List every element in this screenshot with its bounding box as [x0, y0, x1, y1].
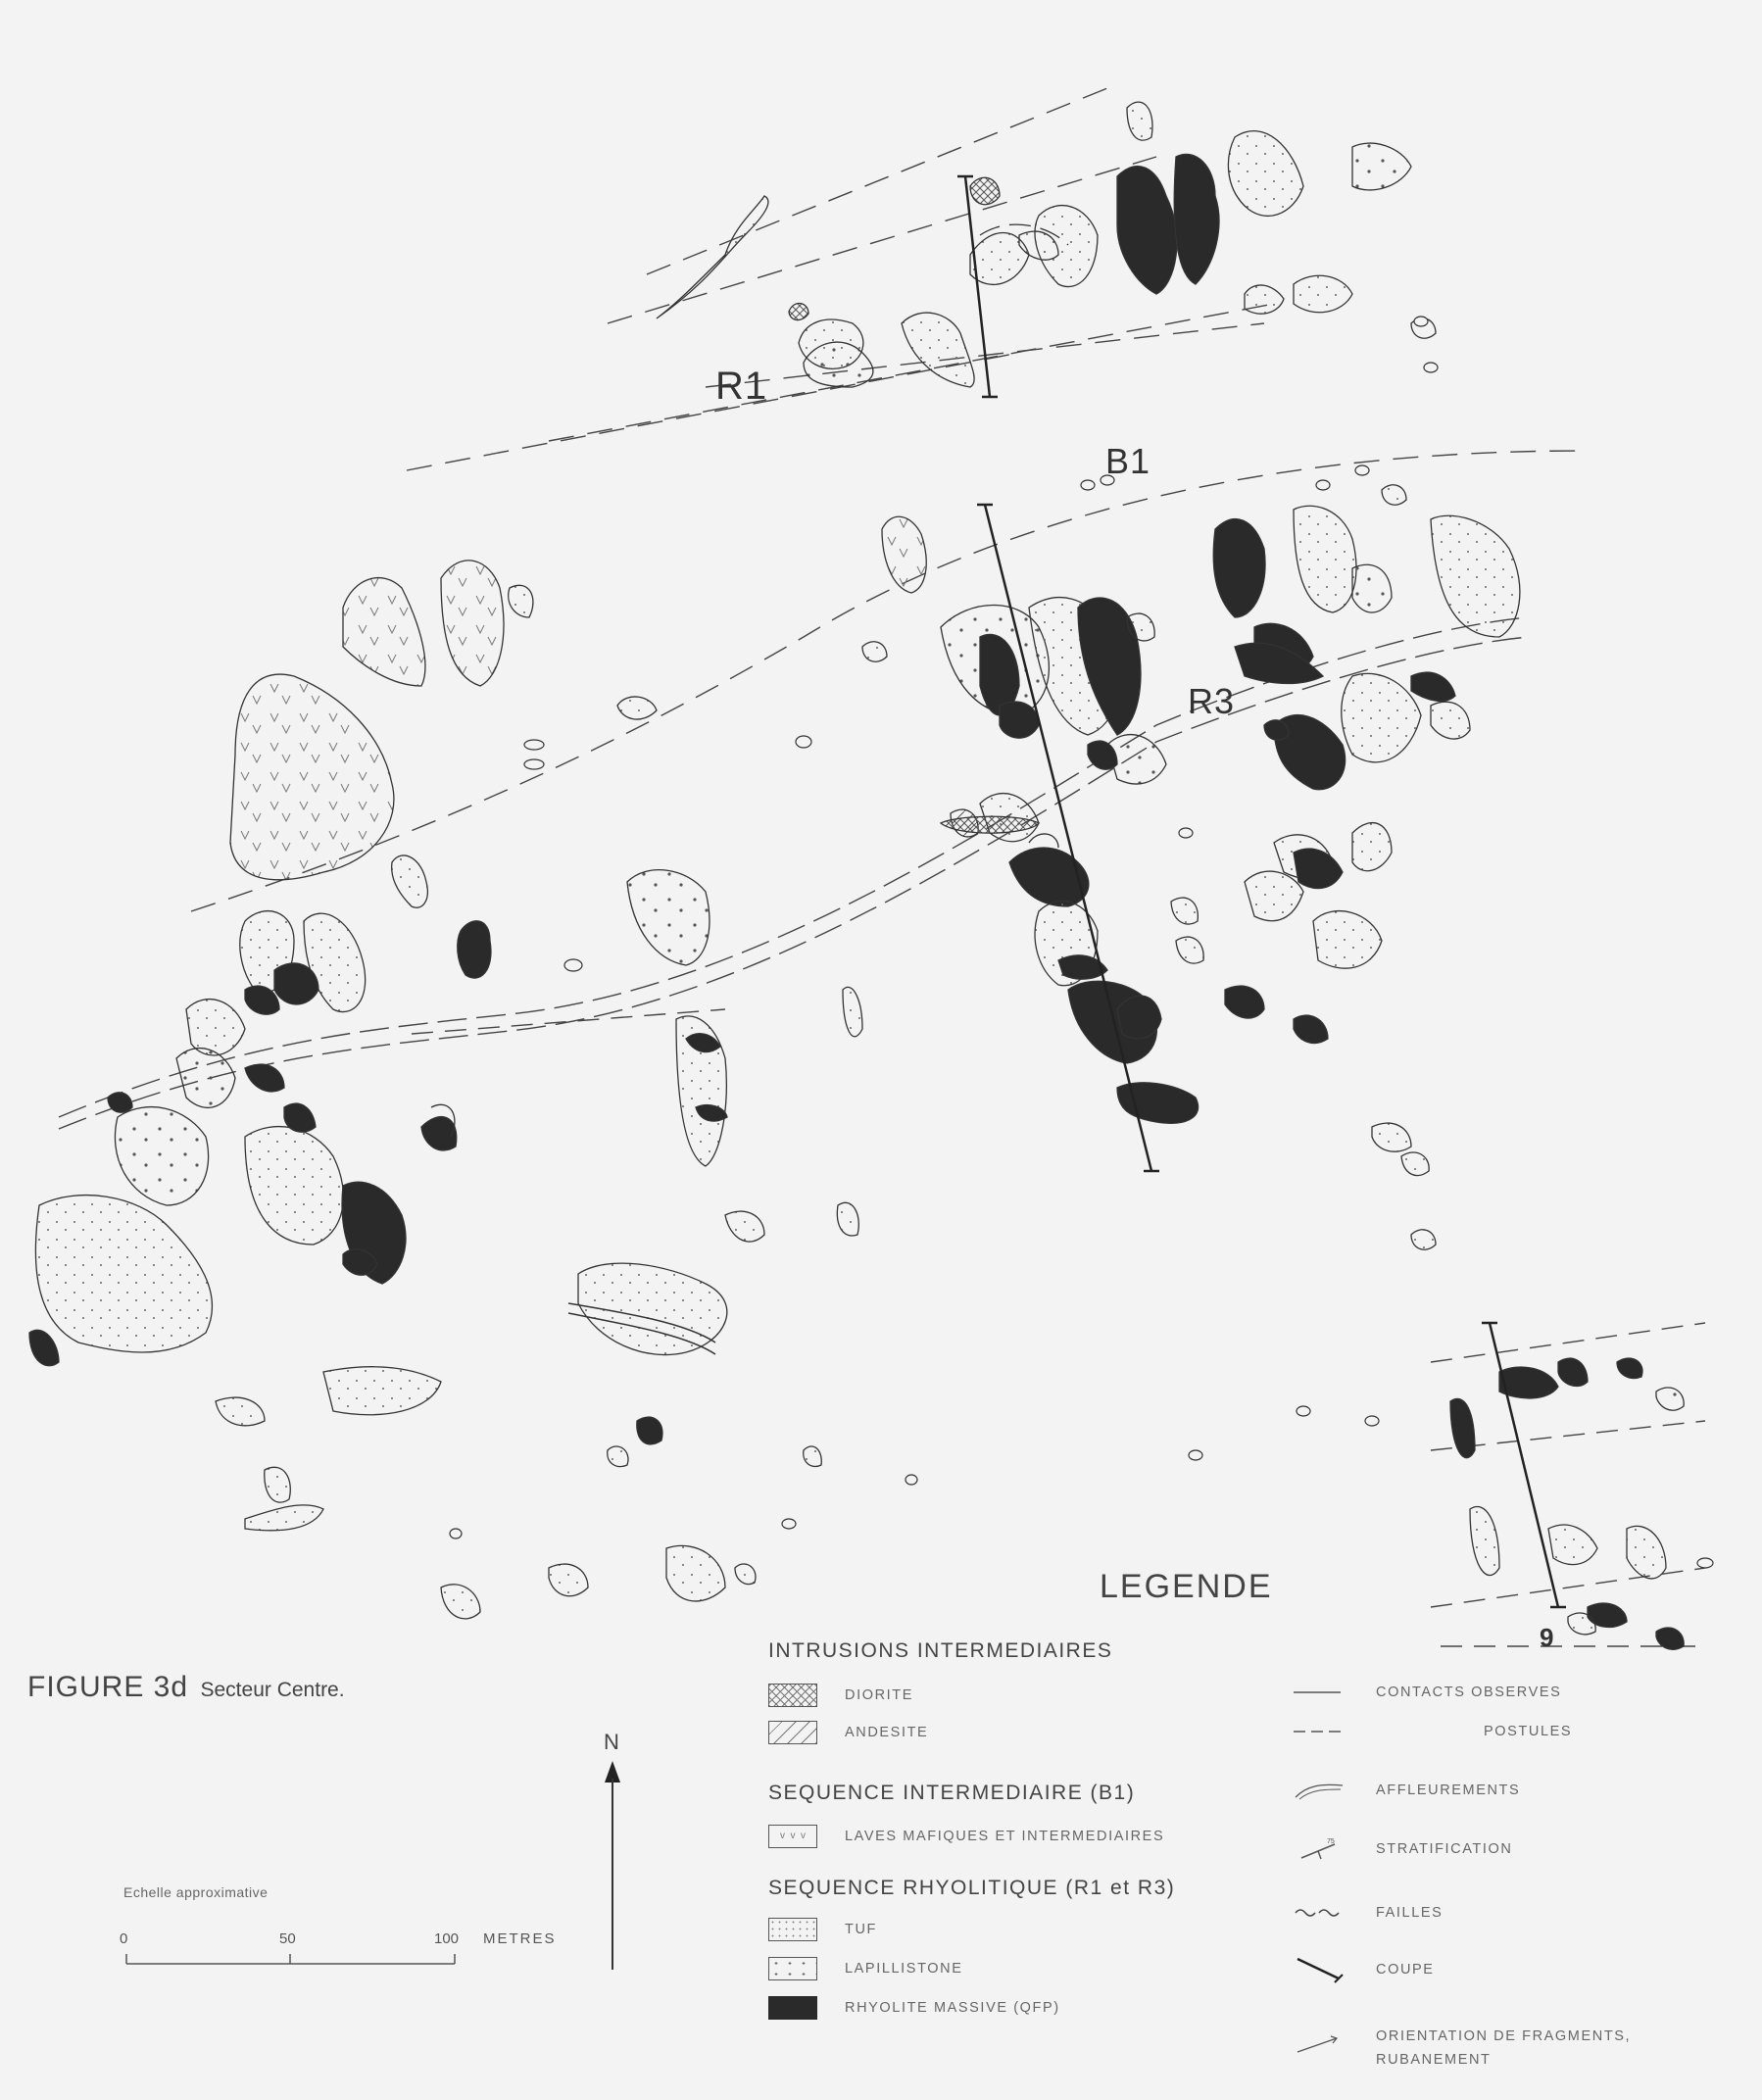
legend-item-mafic-lavas: v v v LAVES MAFIQUES ET INTERMEDIAIRES [768, 1825, 1164, 1848]
section-number: 9 [1540, 1623, 1554, 1652]
legend-title: LEGENDE [1100, 1568, 1273, 1605]
andesite-label: ANDESITE [845, 1725, 929, 1740]
legend-item-lapillistone: LAPILLISTONE [768, 1957, 962, 1980]
north-arrow-icon [605, 1761, 620, 1970]
tuf-swatch [768, 1918, 817, 1941]
tuf-label: TUF [845, 1922, 877, 1937]
andesite-swatch [768, 1721, 817, 1744]
massive-rhyolite-swatch [768, 1996, 817, 2020]
svg-text:75: 75 [1327, 1838, 1335, 1845]
unit-label-b1: B1 [1105, 441, 1151, 481]
legend-symbol-contacts-observed: CONTACTS OBSERVES [1292, 1678, 1561, 1707]
contacts-postulated-label: POSTULES [1484, 1724, 1573, 1739]
legend-heading-intrusions: INTRUSIONS INTERMEDIAIRES [768, 1639, 1113, 1662]
diorite-swatch [768, 1684, 817, 1707]
scale-bar [125, 1954, 456, 1965]
legend-item-tuf: TUF [768, 1918, 877, 1941]
scale-tick-50: 50 [279, 1930, 296, 1947]
legend-symbol-contacts-postulated: POSTULES [1292, 1717, 1572, 1746]
massive-rhyolite-label: RHYOLITE MASSIVE (QFP) [845, 2000, 1060, 2016]
outcrop-outline-icon [1295, 1783, 1344, 1800]
figure-subtitle: Secteur Centre. [200, 1679, 345, 1701]
legend-item-andesite: ANDESITE [768, 1721, 928, 1744]
legend-heading-intermediate: SEQUENCE INTERMEDIAIRE (B1) [768, 1782, 1136, 1804]
mafic-lavas-swatch: v v v [768, 1825, 817, 1848]
outcrops-southeast [1449, 1357, 1685, 1650]
outcrops-r1 [656, 101, 1437, 388]
section-line-icon [1297, 1957, 1344, 1983]
unit-label-r1: R1 [715, 365, 768, 408]
outcrops-label: AFFLEUREMENTS [1376, 1783, 1521, 1798]
fault-icon [1295, 1909, 1340, 1917]
figure-number: FIGURE 3d [27, 1671, 189, 1703]
legend-symbol-faults: FAILLES [1292, 1898, 1443, 1928]
bedding-label: STRATIFICATION [1376, 1841, 1513, 1857]
lapillistone-label: LAPILLISTONE [845, 1961, 963, 1977]
section-label: COUPE [1376, 1962, 1435, 1978]
diorite-label: DIORITE [845, 1687, 914, 1703]
fragment-orientation-icon [1297, 2035, 1339, 2053]
map-small-outcrops [449, 316, 1714, 1569]
fragment-orientation-label-2: RUBANEMENT [1376, 2052, 1492, 2068]
mafic-lavas-label: LAVES MAFIQUES ET INTERMEDIAIRES [845, 1829, 1165, 1844]
north-label: N [604, 1730, 619, 1754]
section-lines [957, 174, 1566, 1609]
faults-label: FAILLES [1376, 1905, 1444, 1921]
legend-symbol-fragment-orientation: ORIENTATION DE FRAGMENTS, RUBANEMENT [1292, 2028, 1631, 2068]
outcrops-b1-west [229, 560, 658, 881]
solid-line-icon [1294, 1691, 1341, 1693]
lapillistone-swatch [768, 1957, 817, 1980]
figure-title: FIGURE 3d Secteur Centre. [27, 1671, 345, 1704]
legend-item-massive-rhyolite: RHYOLITE MASSIVE (QFP) [768, 1996, 1060, 2020]
scale-title: Echelle approximative [123, 1884, 269, 1900]
legend-item-diorite: DIORITE [768, 1684, 913, 1707]
unit-label-r3: R3 [1188, 681, 1236, 721]
legend-heading-rhyolitic: SEQUENCE RHYOLITIQUE (R1 et R3) [768, 1877, 1176, 1899]
legend-symbol-outcrops: AFFLEUREMENTS [1292, 1776, 1520, 1805]
strike-dip-icon: 75 [1300, 1838, 1336, 1860]
dashed-line-icon [1294, 1731, 1341, 1733]
fragment-orientation-label-1: ORIENTATION DE FRAGMENTS, [1376, 2028, 1632, 2044]
legend-symbol-section: COUPE [1292, 1955, 1435, 1984]
scale-unit: METRES [483, 1930, 557, 1947]
scale-tick-100: 100 [434, 1930, 460, 1947]
scale-tick-0: 0 [120, 1930, 128, 1947]
contacts-observed-label: CONTACTS OBSERVES [1376, 1685, 1562, 1700]
outcrops-center [215, 869, 863, 1620]
outcrops-r-west [28, 855, 492, 1367]
legend-symbol-bedding: 75 STRATIFICATION [1292, 1834, 1512, 1864]
outcrops-r3 [861, 484, 1521, 1250]
